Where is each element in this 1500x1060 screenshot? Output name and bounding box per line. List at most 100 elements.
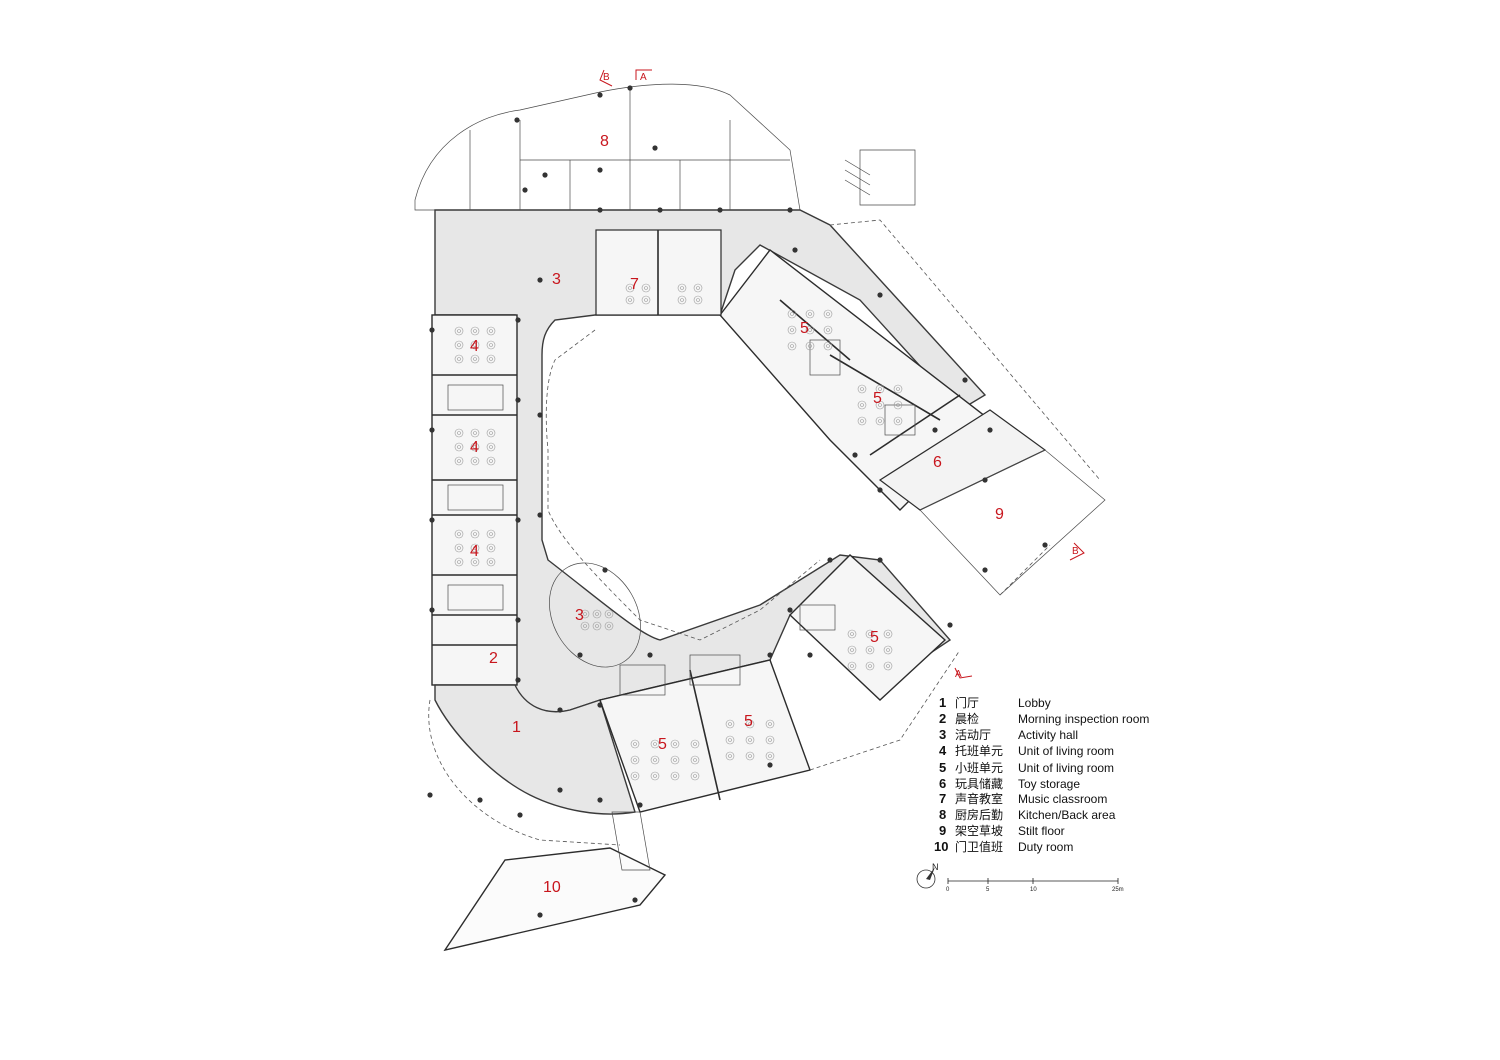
svg-text:托班单元: 托班单元	[955, 744, 1003, 758]
table-cluster-center	[457, 532, 461, 536]
table-cluster-center	[768, 754, 772, 758]
table-cluster	[470, 529, 480, 539]
section-marker-b-top: B	[599, 69, 613, 87]
table-cluster	[641, 295, 651, 305]
table-cluster	[454, 326, 464, 336]
svg-text:架空草坡: 架空草坡	[955, 824, 1003, 838]
column-dot	[987, 427, 993, 433]
table-cluster	[454, 340, 464, 350]
table-cluster-center	[693, 758, 697, 762]
table-cluster	[677, 295, 687, 305]
table-cluster-center	[595, 624, 599, 628]
table-cluster-center	[607, 624, 611, 628]
table-cluster-center	[489, 560, 493, 564]
column-dot	[932, 427, 938, 433]
table-cluster	[470, 340, 480, 350]
table-cluster-center	[489, 343, 493, 347]
table-cluster-center	[790, 312, 794, 316]
table-cluster	[470, 557, 480, 567]
column-dot	[557, 787, 563, 793]
table-cluster	[625, 283, 635, 293]
table-cluster	[893, 416, 903, 426]
table-cluster-center	[896, 419, 900, 423]
column-dot	[657, 207, 663, 213]
table-cluster	[805, 309, 815, 319]
svg-text:7: 7	[939, 791, 946, 806]
table-cluster	[857, 384, 867, 394]
table-cluster-center	[696, 298, 700, 302]
svg-text:声音教室: 声音教室	[955, 791, 1003, 806]
table-cluster	[805, 341, 815, 351]
table-cluster	[765, 751, 775, 761]
room-label-living-unit-4b: 4	[470, 439, 479, 456]
column-dot	[537, 277, 543, 283]
room-label-living-unit-5c: 5	[870, 629, 879, 646]
table-cluster-center	[457, 431, 461, 435]
column-dot	[637, 802, 643, 808]
svg-text:5: 5	[939, 760, 946, 775]
table-cluster	[454, 557, 464, 567]
table-cluster-center	[457, 445, 461, 449]
table-cluster-center	[896, 403, 900, 407]
table-cluster-center	[583, 612, 587, 616]
column-dot	[515, 677, 521, 683]
svg-text:10: 10	[1030, 887, 1037, 893]
column-dot	[982, 567, 988, 573]
svg-text:N: N	[932, 862, 939, 872]
table-cluster	[893, 400, 903, 410]
table-cluster	[470, 456, 480, 466]
table-cluster-center	[896, 387, 900, 391]
table-cluster-center	[473, 445, 477, 449]
table-cluster-center	[644, 298, 648, 302]
column-dot	[597, 702, 603, 708]
table-cluster-center	[473, 532, 477, 536]
room-label-living-unit-4a: 4	[470, 338, 479, 355]
table-cluster-center	[473, 560, 477, 564]
svg-text:8: 8	[939, 807, 946, 822]
table-cluster-center	[886, 648, 890, 652]
svg-text:Unit of living room: Unit of living room	[1018, 744, 1114, 758]
legend: 1 门厅 Lobby 2 晨检 Morning inspection room …	[934, 695, 1149, 854]
table-cluster-center	[457, 343, 461, 347]
table-cluster-center	[878, 419, 882, 423]
svg-text:Stilt floor: Stilt floor	[1018, 824, 1065, 838]
column-dot	[787, 207, 793, 213]
column-dot	[537, 912, 543, 918]
table-cluster-center	[489, 431, 493, 435]
table-cluster-center	[489, 329, 493, 333]
table-cluster-center	[607, 612, 611, 616]
column-dot	[877, 487, 883, 493]
table-cluster-center	[473, 357, 477, 361]
table-cluster	[650, 755, 660, 765]
table-cluster	[745, 735, 755, 745]
room-label-living-unit-4c: 4	[470, 543, 479, 560]
table-cluster-center	[868, 648, 872, 652]
table-cluster	[670, 755, 680, 765]
column-dot	[427, 792, 433, 798]
table-cluster-center	[457, 459, 461, 463]
column-dot	[429, 517, 435, 523]
svg-text:A: A	[640, 72, 647, 83]
column-dot	[477, 797, 483, 803]
column-dot	[429, 607, 435, 613]
table-cluster-center	[489, 532, 493, 536]
column-dot	[597, 167, 603, 173]
table-cluster-center	[808, 328, 812, 332]
svg-text:活动厅: 活动厅	[955, 728, 991, 742]
legend-item: 8 厨房后勤 Kitchen/Back area	[939, 807, 1116, 822]
table-cluster-center	[826, 328, 830, 332]
svg-text:2: 2	[939, 711, 946, 726]
legend-item: 2 晨检 Morning inspection room	[939, 711, 1149, 726]
legend-item: 4 托班单元 Unit of living room	[939, 743, 1114, 758]
table-cluster	[823, 309, 833, 319]
table-cluster-center	[457, 546, 461, 550]
table-cluster-center	[728, 738, 732, 742]
legend-item: 5 小班单元 Unit of living room	[939, 760, 1114, 775]
column-dot	[627, 85, 633, 91]
svg-text:厨房后勤: 厨房后勤	[955, 807, 1003, 822]
section-markers: B A B A	[599, 69, 1085, 680]
room-label-activity-hall-north: 3	[552, 271, 561, 288]
table-cluster	[823, 341, 833, 351]
structural-columns	[427, 85, 1048, 918]
table-cluster-center	[808, 312, 812, 316]
